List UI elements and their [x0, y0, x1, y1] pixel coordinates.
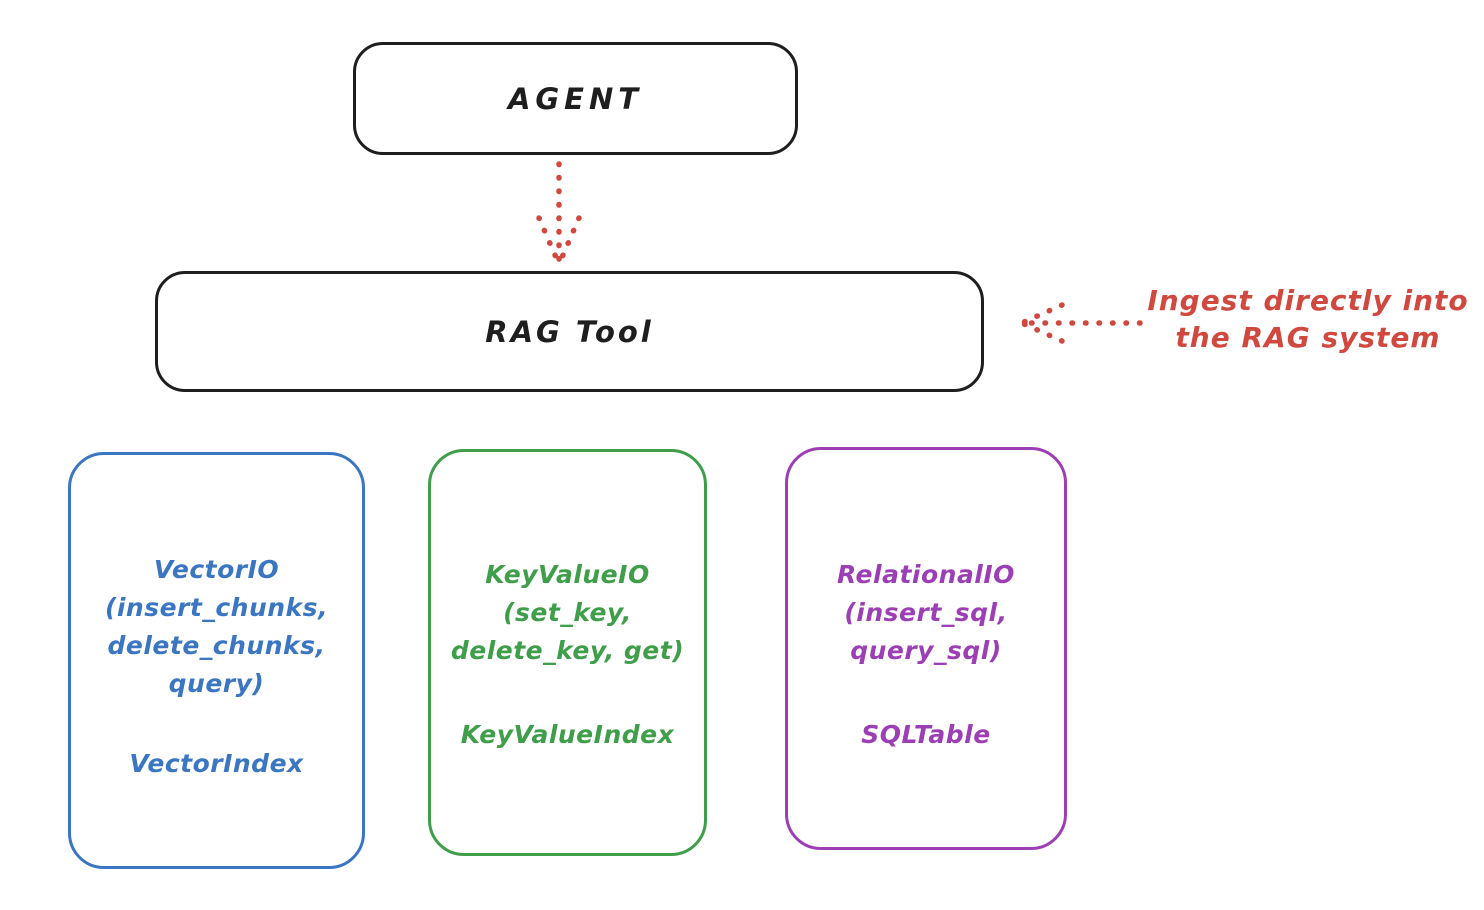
relational-io-box: RelationalIO (insert_sql, query_sql) SQL… [785, 447, 1067, 850]
relational-io-line: RelationalIO [837, 560, 1015, 589]
arrow-down-icon [536, 161, 582, 265]
annotation-line-2: the RAG system [1175, 321, 1441, 354]
agent-to-rag-arrow [524, 160, 594, 268]
key-value-io-line: KeyValueIO [485, 560, 650, 589]
vector-io-box: VectorIO (insert_chunks, delete_chunks, … [68, 452, 365, 869]
vector-io-line: delete_chunks, [107, 631, 326, 660]
key-value-io-box: KeyValueIO (set_key, delete_key, get) Ke… [428, 449, 707, 856]
agent-box: AGENT [353, 42, 798, 155]
annotation-text: Ingest directly into the RAG system [1138, 282, 1478, 356]
vector-io-line: VectorIO [153, 555, 280, 584]
sql-table-label: SQLTable [861, 720, 991, 749]
vector-io-line: query) [168, 669, 265, 698]
key-value-index-label: KeyValueIndex [460, 720, 675, 749]
arrow-left-icon [1021, 302, 1143, 344]
annotation-line-1: Ingest directly into [1147, 284, 1469, 317]
rag-tool-box: RAG Tool [155, 271, 984, 392]
agent-box-label: AGENT [507, 81, 644, 116]
rag-tool-box-label: RAG Tool [485, 314, 654, 349]
annotation-to-rag-arrow [1018, 298, 1148, 348]
key-value-io-line: (set_key, [503, 598, 632, 627]
vector-io-line: (insert_chunks, [104, 593, 329, 622]
relational-io-line: query_sql) [850, 636, 1002, 665]
key-value-io-line: delete_key, get) [450, 636, 685, 665]
vector-index-label: VectorIndex [129, 749, 304, 778]
relational-io-line: (insert_sql, [844, 598, 1008, 627]
